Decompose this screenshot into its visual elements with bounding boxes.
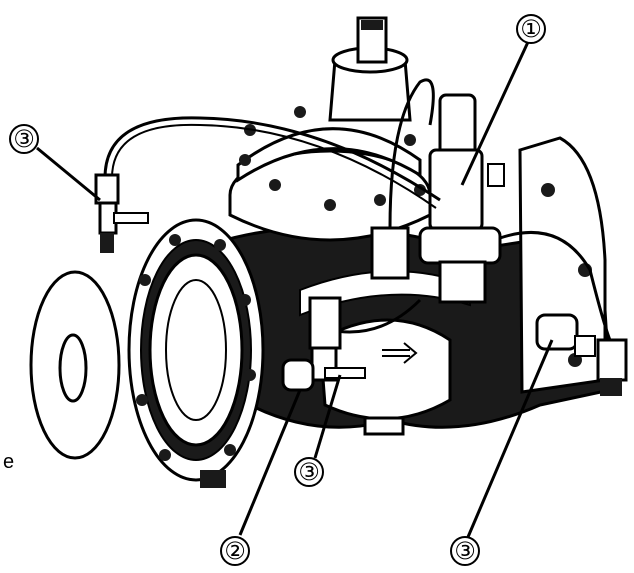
fittings: [94, 173, 628, 413]
edge-text: e: [3, 451, 14, 473]
callout-2: ②: [220, 536, 250, 566]
gasket-disk: [29, 270, 121, 460]
valve-body: [168, 225, 612, 436]
callout-3a-label: ③: [13, 125, 35, 153]
callout-3-bottom-right: ③: [450, 536, 480, 566]
callout-1-label: ①: [520, 15, 542, 43]
top-bonnet: [328, 16, 412, 122]
callout-3b-label: ③: [298, 458, 320, 486]
double-arrow-right-icon: [382, 342, 418, 364]
leader-lines: [36, 41, 554, 538]
callout-3c-label: ③: [454, 537, 476, 565]
left-flange: [127, 218, 265, 488]
callout-3-bottom-center: ③: [294, 457, 324, 487]
callout-2-label: ②: [224, 537, 246, 565]
callout-1: ①: [516, 14, 546, 44]
callout-3-upper-left: ③: [9, 124, 39, 154]
